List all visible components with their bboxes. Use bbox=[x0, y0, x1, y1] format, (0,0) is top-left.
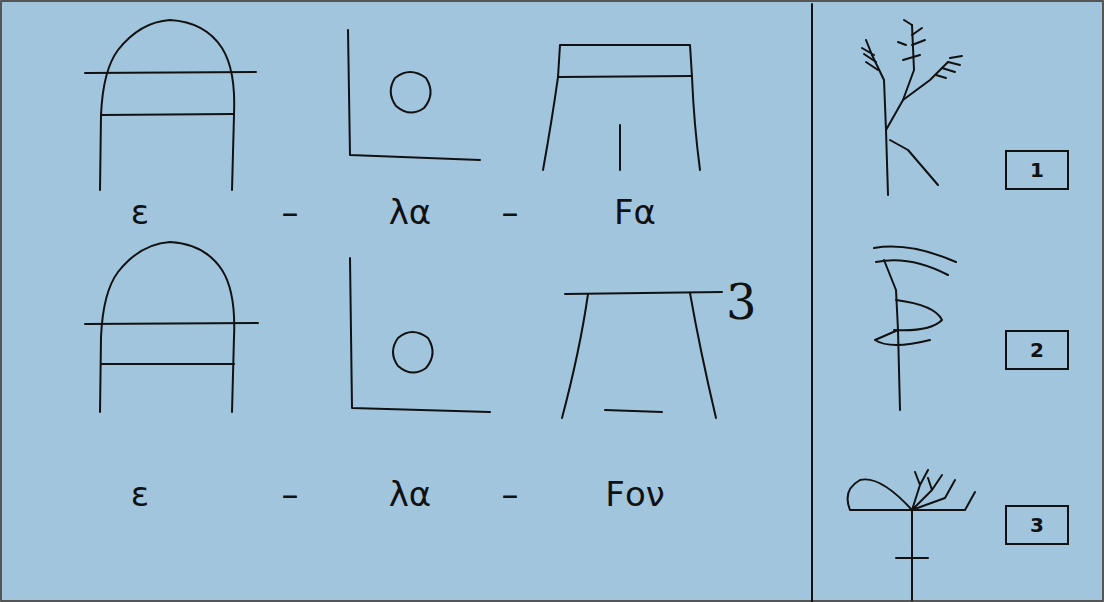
sign-e bbox=[85, 242, 258, 412]
tree-drawing bbox=[848, 470, 975, 600]
separator-dash: – bbox=[502, 477, 519, 511]
callout-number: 1 bbox=[1030, 160, 1044, 180]
sign-wa bbox=[543, 45, 700, 170]
callout-number: 3 bbox=[1030, 515, 1044, 535]
separator-dash: – bbox=[282, 477, 299, 511]
sign-la bbox=[350, 258, 490, 412]
sign-la bbox=[348, 30, 480, 160]
tree-drawing bbox=[862, 20, 962, 195]
callout-box: 2 bbox=[1005, 330, 1069, 370]
transliteration: ε bbox=[131, 195, 149, 229]
transliteration: ε bbox=[131, 477, 149, 511]
transliteration: λα bbox=[389, 477, 432, 511]
separator-dash: – bbox=[282, 195, 299, 229]
callout-box: 3 bbox=[1005, 505, 1069, 545]
tree-drawing bbox=[874, 247, 956, 410]
sign-wo bbox=[562, 292, 722, 418]
transliteration: λα bbox=[389, 195, 432, 229]
callout-number: 2 bbox=[1030, 340, 1044, 360]
divider-line bbox=[811, 4, 813, 602]
separator-dash: – bbox=[502, 195, 519, 229]
callout-box: 1 bbox=[1005, 150, 1069, 190]
transliteration: Fα bbox=[614, 195, 656, 229]
transliteration: Fον bbox=[605, 477, 664, 511]
superscript-number: 3 bbox=[726, 278, 757, 326]
sign-e bbox=[85, 20, 256, 190]
